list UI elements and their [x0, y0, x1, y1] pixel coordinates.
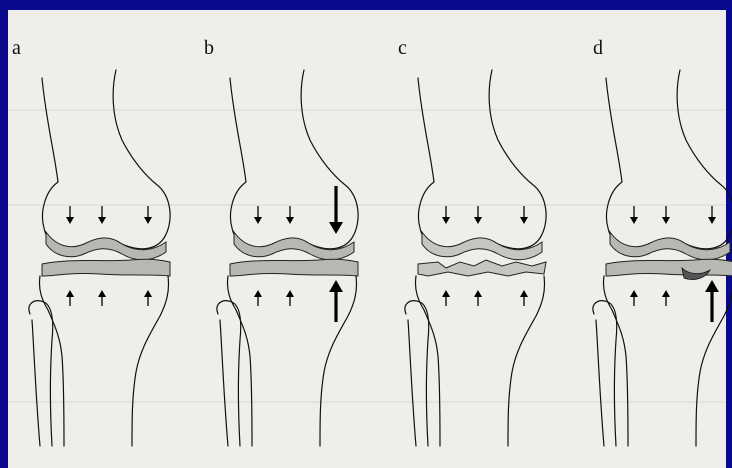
tibial-cartilage	[42, 259, 170, 276]
figure-background	[8, 10, 726, 468]
panel-label-d: d	[593, 37, 603, 59]
panel-label-b: b	[204, 37, 214, 59]
tibial-cartilage	[606, 259, 732, 276]
panel-label-c: c	[398, 37, 407, 59]
panel-label-a: a	[12, 37, 21, 59]
tibial-cartilage	[230, 259, 358, 276]
